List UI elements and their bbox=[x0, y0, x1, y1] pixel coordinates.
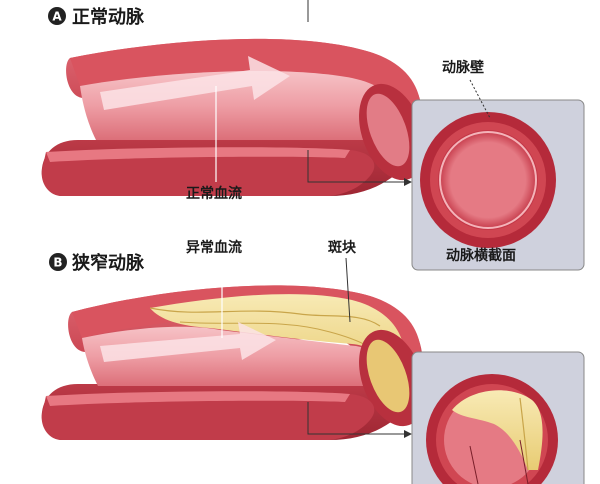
section-a-header: A 正常动脉 bbox=[48, 6, 145, 28]
section-b-title: 狭窄动脉 bbox=[71, 252, 145, 274]
normal-artery-illustration bbox=[41, 38, 425, 197]
narrowed-artery-bottom-wall bbox=[41, 391, 375, 440]
section-b-badge bbox=[49, 253, 67, 271]
connector-b bbox=[307, 402, 404, 435]
artery-wall-label: 动脉壁 bbox=[442, 59, 484, 76]
section-a-title: 正常动脉 bbox=[72, 6, 145, 28]
cross-section-inset-a bbox=[411, 99, 585, 271]
normal-cross-section-lumen bbox=[438, 130, 538, 230]
normal-flow-arrow bbox=[100, 56, 290, 110]
cross-section-inset-b bbox=[411, 351, 585, 484]
plaque-deposit bbox=[150, 294, 406, 380]
section-a-badge bbox=[48, 7, 66, 25]
section-b-header: B 狭窄动脉 bbox=[49, 252, 145, 274]
plaque-label: 斑块 bbox=[328, 239, 357, 256]
section-a-badge-letter: A bbox=[52, 10, 62, 24]
narrowed-artery-illustration bbox=[41, 285, 425, 440]
cross-section-label: 动脉横截面 bbox=[446, 247, 516, 264]
normal-flow-label: 正常血流 bbox=[186, 185, 242, 202]
normal-artery-top-wall bbox=[70, 38, 421, 118]
plaque-leader bbox=[345, 257, 351, 323]
narrowed-cross-section-plaque bbox=[452, 390, 543, 470]
artery-wall-leader bbox=[469, 79, 491, 119]
abnormal-flow-arrow bbox=[100, 322, 276, 362]
connector-a bbox=[307, 150, 404, 183]
abnormal-flow-label: 异常血流 bbox=[186, 239, 242, 256]
section-b-badge-letter: B bbox=[53, 256, 62, 270]
normal-artery-bottom-wall bbox=[41, 147, 375, 196]
